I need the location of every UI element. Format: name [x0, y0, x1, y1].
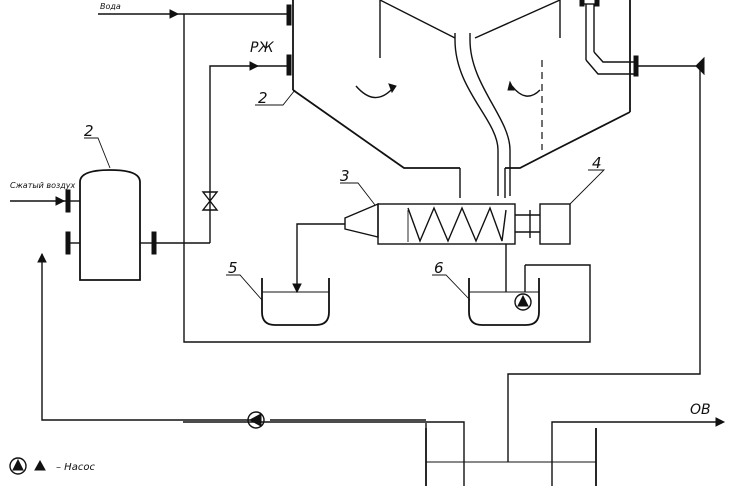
fluid-inlet-flange: [286, 54, 292, 76]
overflow-pipe: [579, 0, 634, 75]
leader-lines: [84, 89, 606, 301]
drive-motor: [539, 203, 571, 245]
item-2-tank-label: 2: [258, 89, 268, 107]
agitator-icon: [355, 83, 397, 99]
vessel-6: [468, 278, 540, 326]
main-tank: [286, 0, 639, 198]
bottom-tank: [183, 417, 726, 486]
pump-legend-icon: [9, 457, 46, 475]
compressed-air-label: Сжатый воздух: [10, 181, 76, 190]
working-fluid-label: РЖ: [250, 40, 274, 56]
item-6-label: 6: [434, 259, 444, 277]
transfer-pipe: [454, 33, 511, 196]
item-4-label: 4: [592, 154, 602, 172]
item-3-label: 3: [340, 167, 350, 185]
item-2-receiver-label: 2: [84, 122, 94, 140]
piping: [10, 9, 705, 462]
water-inlet-label: Вода: [100, 2, 121, 11]
pump-icon[interactable]: [514, 293, 532, 311]
vessel-5: [261, 278, 330, 326]
agitator-icon: [507, 80, 541, 97]
legend-pump-label: – Насос: [56, 462, 95, 473]
air-receiver: [65, 169, 157, 281]
water-inlet-flange: [286, 4, 292, 26]
item-5-label: 5: [228, 259, 238, 277]
outlet-flange: [633, 55, 639, 77]
pump-icon[interactable]: [247, 411, 265, 429]
valve-icon[interactable]: [201, 191, 219, 211]
screw-conveyor: [344, 202, 540, 245]
waste-water-label: ОВ: [690, 402, 711, 418]
